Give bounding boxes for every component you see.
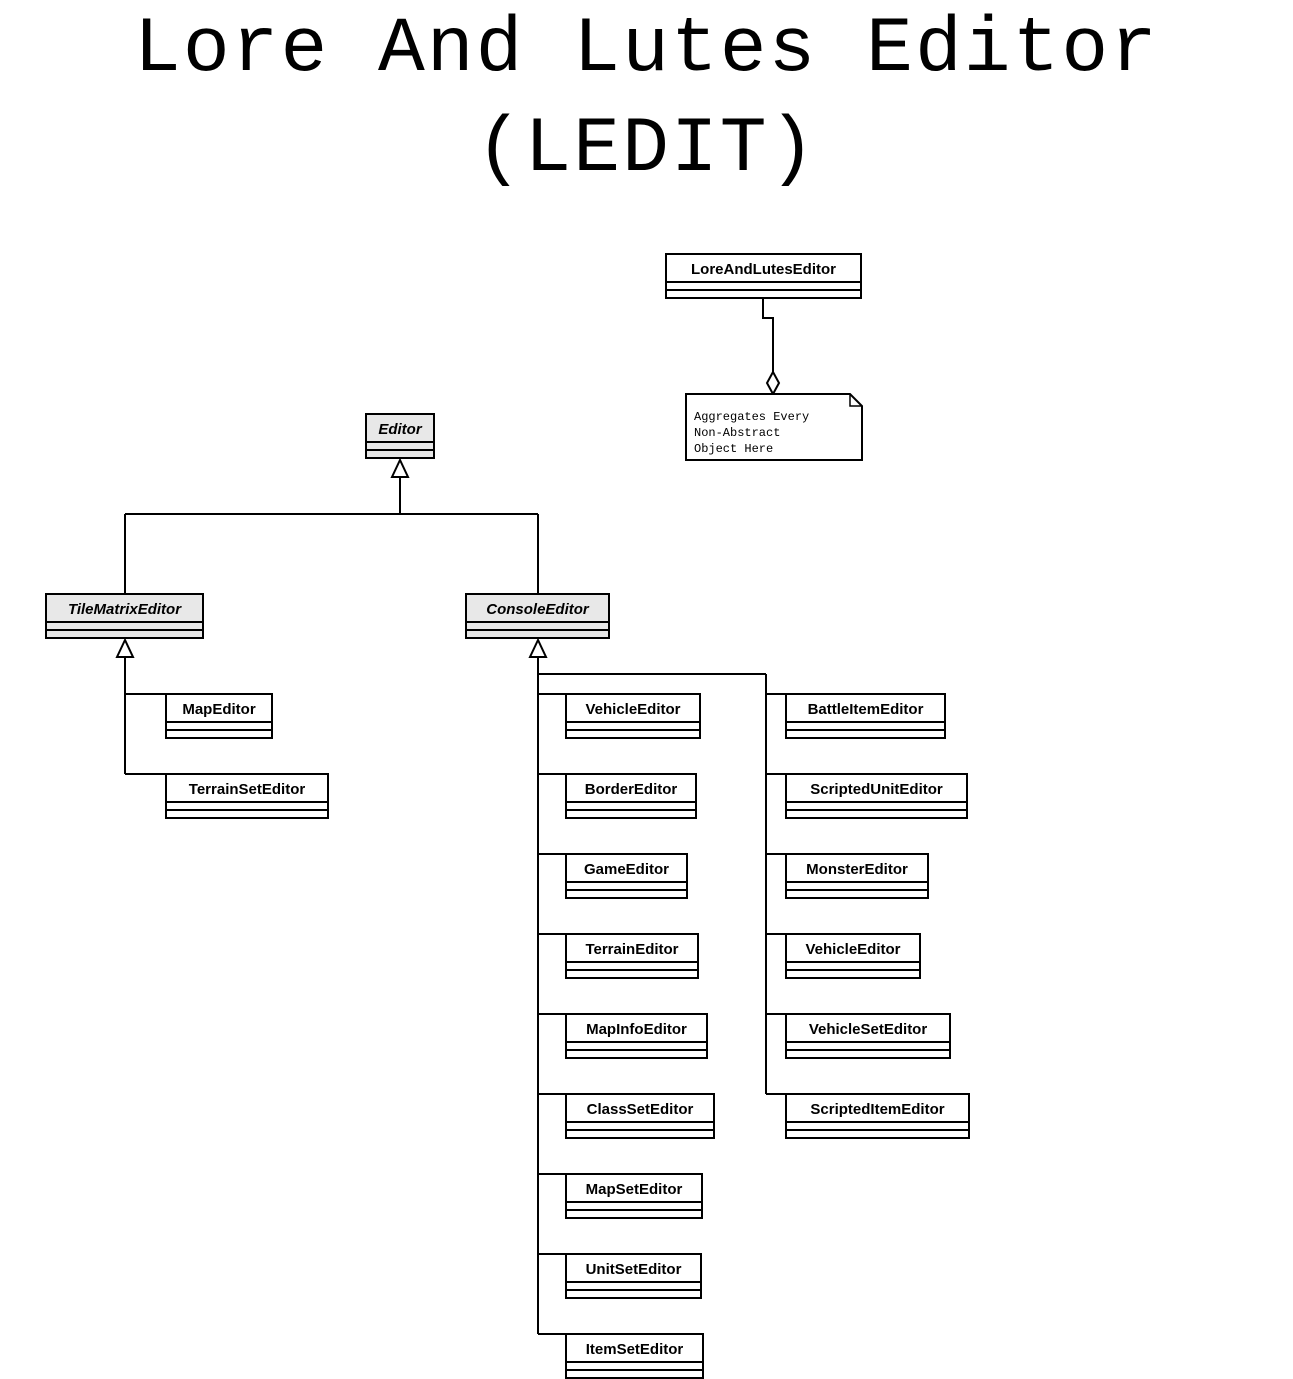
note-fold: [849, 394, 862, 407]
diagram-title-line1: Lore And Lutes Editor: [134, 6, 1159, 94]
note-line: Non-Abstract: [694, 426, 780, 440]
class-name: MonsterEditor: [806, 861, 908, 878]
generalization-arrowhead: [390, 457, 410, 478]
class-name: TerrainSetEditor: [189, 781, 306, 798]
class-item-set-editor-8[interactable]: ItemSetEditor: [565, 1333, 704, 1379]
generalization-arrowhead: [115, 637, 135, 658]
class-name: TerrainEditor: [585, 941, 678, 958]
generalization-arrowhead: [528, 637, 548, 658]
class-editor[interactable]: Editor: [365, 413, 435, 459]
class-map-editor[interactable]: MapEditor: [165, 693, 273, 739]
diagram-title-line2: (LEDIT): [475, 106, 818, 194]
class-unit-set-editor-7[interactable]: UnitSetEditor: [565, 1253, 702, 1299]
connectors: [115, 298, 786, 1335]
note-box: [685, 393, 863, 461]
class-vehicle-editor-0[interactable]: VehicleEditor: [565, 693, 701, 739]
class-scripted-item-editor-5[interactable]: ScriptedItemEditor: [785, 1093, 970, 1139]
class-name: Editor: [378, 421, 422, 438]
class-border-editor-1[interactable]: BorderEditor: [565, 773, 697, 819]
class-name: MapEditor: [182, 701, 255, 718]
class-name: VehicleSetEditor: [809, 1021, 928, 1038]
class-name: VehicleEditor: [585, 701, 680, 718]
class-monster-editor-2[interactable]: MonsterEditor: [785, 853, 929, 899]
class-name: TileMatrixEditor: [68, 601, 182, 618]
class-name: GameEditor: [584, 861, 669, 878]
class-name: BorderEditor: [585, 781, 678, 798]
class-lore-and-lutes-editor[interactable]: LoreAndLutesEditor: [665, 253, 862, 299]
class-tile-matrix-editor[interactable]: TileMatrixEditor: [45, 593, 204, 639]
class-name: ScriptedUnitEditor: [810, 781, 943, 798]
class-battle-item-editor-0[interactable]: BattleItemEditor: [785, 693, 946, 739]
class-name: ClassSetEditor: [587, 1101, 694, 1118]
class-name: BattleItemEditor: [808, 701, 924, 718]
class-game-editor-2[interactable]: GameEditor: [565, 853, 688, 899]
class-vehicle-set-editor-4[interactable]: VehicleSetEditor: [785, 1013, 951, 1059]
class-name: MapSetEditor: [586, 1181, 683, 1198]
note-line: Aggregates Every: [694, 410, 809, 424]
class-scripted-unit-editor-1[interactable]: ScriptedUnitEditor: [785, 773, 968, 819]
class-name: MapInfoEditor: [586, 1021, 687, 1038]
class-name: LoreAndLutesEditor: [691, 261, 836, 278]
class-map-info-editor-4[interactable]: MapInfoEditor: [565, 1013, 708, 1059]
class-class-set-editor-5[interactable]: ClassSetEditor: [565, 1093, 715, 1139]
class-console-editor[interactable]: ConsoleEditor: [465, 593, 610, 639]
class-vehicle-editor-3[interactable]: VehicleEditor: [785, 933, 921, 979]
class-boxes: LoreAndLutesEditorEditorTileMatrixEditor…: [45, 253, 970, 1379]
aggregation-line: [762, 298, 774, 372]
class-terrain-editor-3[interactable]: TerrainEditor: [565, 933, 699, 979]
class-name: VehicleEditor: [805, 941, 900, 958]
class-name: ScriptedItemEditor: [810, 1101, 944, 1118]
class-name: ConsoleEditor: [486, 601, 590, 618]
class-map-set-editor-6[interactable]: MapSetEditor: [565, 1173, 703, 1219]
class-name: ItemSetEditor: [586, 1341, 684, 1358]
class-name: UnitSetEditor: [586, 1261, 682, 1278]
aggregation-diamond: [765, 369, 781, 397]
note-line: Object Here: [694, 442, 773, 456]
class-terrain-set-editor[interactable]: TerrainSetEditor: [165, 773, 329, 819]
